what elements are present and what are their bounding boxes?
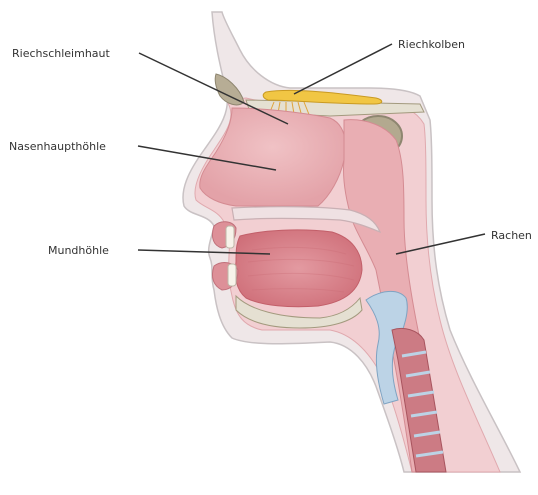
label-nasenhaupthoehle: Nasenhaupthöhle — [9, 140, 106, 153]
label-mundhoehle: Mundhöhle — [48, 244, 109, 257]
upper-teeth — [226, 226, 234, 248]
label-riechschleimhaut: Riechschleimhaut — [12, 47, 110, 60]
leader-line-riechkolben — [294, 44, 392, 94]
lower-teeth — [228, 264, 236, 286]
tongue — [235, 230, 362, 307]
label-riechkolben: Riechkolben — [398, 38, 465, 51]
label-rachen: Rachen — [491, 229, 532, 242]
